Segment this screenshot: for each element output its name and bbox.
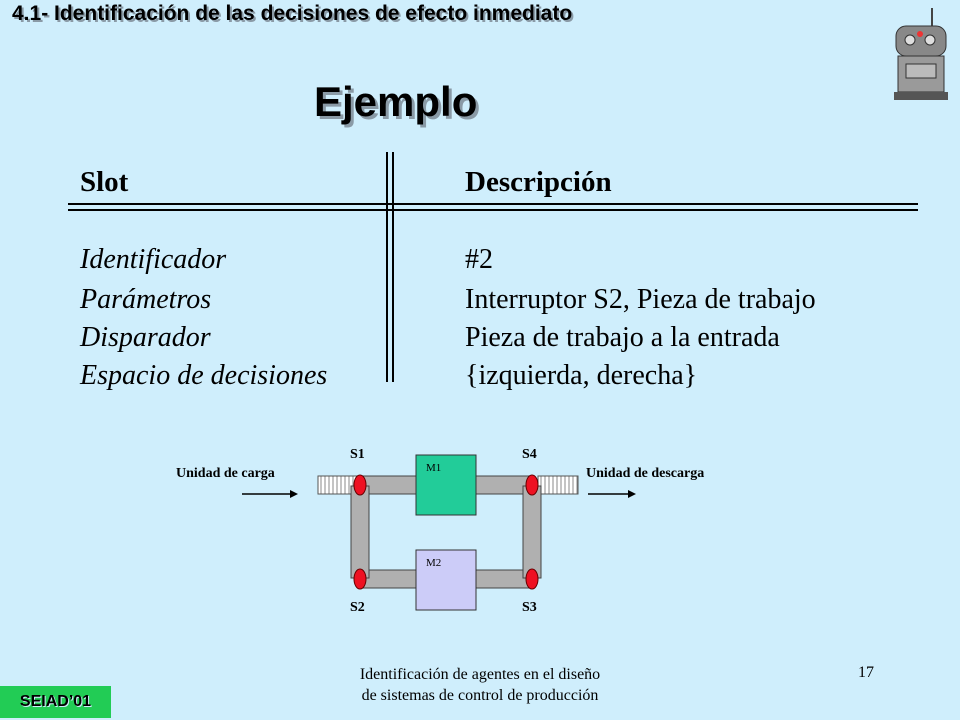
slot-disparador: Disparador [80,322,211,353]
desc-identificador: #2 [465,244,493,275]
arrow-icon [242,490,298,498]
load-unit-label: Unidad de carga [176,466,275,481]
sensor-s2-label: S2 [350,600,365,615]
arrow-icon [588,490,636,498]
sensor-s1-label: S1 [350,447,365,462]
slot-identificador: Identificador [80,244,227,275]
footer-line-2: de sistemas de control de producción [361,687,599,704]
column-divider [386,152,394,382]
page-number: 17 [858,664,874,681]
sensor-s3-label: S3 [522,600,537,615]
machine-m1 [415,454,477,516]
conveyor-diagram: Unidad de carga Unidad de descarga M1 M2… [176,447,704,615]
machine-m2 [415,549,477,611]
sensor-s3 [525,568,539,590]
sensor-s4 [525,474,539,496]
slide-header: 4.1- Identificación de las decisiones de… [12,2,573,25]
slot-espacio-decisiones: Espacio de decisiones [80,360,328,391]
slide-title: Ejemplo [314,78,478,125]
machine-m2-label: M2 [426,557,441,569]
sensor-s1 [353,474,367,496]
desc-parametros: Interruptor S2, Pieza de trabajo [465,284,816,315]
header-divider [68,203,918,211]
machine-m1-label: M1 [426,462,441,474]
belt-left [350,485,370,579]
robot-icon [894,8,948,100]
desc-espacio-decisiones: {izquierda, derecha} [465,360,698,391]
column-header-description: Descripción [465,166,612,198]
belt-right [522,485,542,579]
sensor-s2 [353,568,367,590]
output-conveyor [537,475,579,495]
desc-disparador: Pieza de trabajo a la entrada [465,322,780,353]
sensor-s4-label: S4 [522,447,537,462]
unload-unit-label: Unidad de descarga [586,466,704,481]
footer-caption: Identificación de agentes en el diseño d… [320,664,640,706]
svg-text:Unidad de descarga: Unidad de descarga [586,466,704,481]
slot-parametros: Parámetros [80,284,212,315]
svg-text:Unidad de carga: Unidad de carga [176,466,275,481]
column-header-slot: Slot [80,166,129,198]
footer-line-1: Identificación de agentes en el diseño [359,666,601,683]
conference-badge: SEIAD’01 [0,686,111,718]
